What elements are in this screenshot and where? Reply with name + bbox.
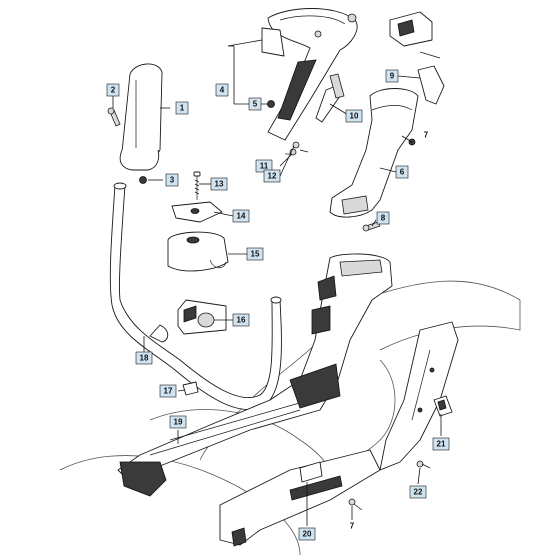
handle-grip-part — [119, 63, 163, 171]
callout-16: 16 — [232, 313, 250, 327]
cap-part-21 — [433, 395, 453, 417]
callout-9: 9 — [385, 69, 399, 83]
bolt-part-13 — [193, 171, 201, 200]
callout-22: 22 — [409, 485, 427, 499]
handle-tube-part — [109, 182, 282, 410]
callout-1: 1 — [175, 101, 189, 115]
callout-3: 3 — [165, 173, 179, 187]
svg-text:12: 12 — [268, 172, 277, 181]
clamp-housing-part — [167, 231, 229, 272]
callout-10: 10 — [345, 109, 363, 123]
svg-text:19: 19 — [174, 418, 183, 427]
callout-15: 15 — [246, 247, 264, 261]
callout-8: 8 — [376, 211, 390, 225]
callout-17: 17 — [159, 384, 177, 398]
callout-12: 12 — [263, 169, 281, 183]
callout-2: 2 — [106, 83, 120, 97]
clamp-bracket-part — [171, 201, 223, 223]
callout-7-top: 7 — [420, 129, 432, 141]
screw-part-2 — [107, 107, 121, 127]
svg-text:4: 4 — [220, 86, 225, 95]
svg-text:17: 17 — [164, 387, 173, 396]
svg-text:1: 1 — [180, 104, 185, 113]
svg-text:3: 3 — [170, 176, 175, 185]
svg-text:13: 13 — [215, 180, 224, 189]
leader-lines — [112, 39, 442, 526]
callout-6: 6 — [395, 165, 409, 179]
screw-part-22 — [416, 460, 431, 469]
screw-part-7-bottom — [348, 498, 363, 511]
svg-text:2: 2 — [111, 86, 116, 95]
washer-part-17 — [182, 381, 199, 396]
svg-text:18: 18 — [140, 354, 149, 363]
callout-5: 5 — [248, 97, 262, 111]
upper-handle-housing-part — [261, 8, 358, 141]
svg-text:7: 7 — [424, 131, 429, 140]
side-rail-part — [379, 321, 459, 471]
svg-text:22: 22 — [414, 488, 423, 497]
nut-part-3 — [139, 176, 147, 184]
svg-text:15: 15 — [251, 250, 260, 259]
screws-part-11-12 — [285, 141, 300, 156]
main-frame-part — [117, 253, 393, 497]
svg-text:5: 5 — [253, 100, 258, 109]
svg-text:7: 7 — [350, 522, 355, 531]
lower-grip-housing-part — [329, 88, 419, 218]
svg-text:21: 21 — [437, 440, 446, 449]
switch-assembly-part — [389, 11, 445, 105]
sleeve-block-part — [177, 299, 227, 335]
callout-7-bottom: 7 — [346, 520, 358, 532]
svg-text:8: 8 — [381, 214, 386, 223]
callout-19: 19 — [169, 415, 187, 429]
svg-text:11: 11 — [260, 162, 269, 171]
trigger-lever-part — [315, 73, 345, 123]
callout-20: 20 — [298, 527, 316, 541]
svg-text:16: 16 — [237, 316, 246, 325]
callout-21: 21 — [432, 437, 450, 451]
callout-4: 4 — [215, 83, 229, 97]
callout-14: 14 — [232, 209, 250, 223]
lower-cover-part — [219, 449, 381, 547]
svg-text:9: 9 — [390, 72, 395, 81]
svg-text:20: 20 — [303, 530, 312, 539]
svg-text:6: 6 — [400, 168, 405, 177]
svg-text:14: 14 — [237, 212, 246, 221]
callout-13: 13 — [210, 177, 228, 191]
nut-part-5 — [267, 100, 275, 108]
callout-18: 18 — [135, 351, 153, 365]
svg-text:10: 10 — [350, 112, 359, 121]
